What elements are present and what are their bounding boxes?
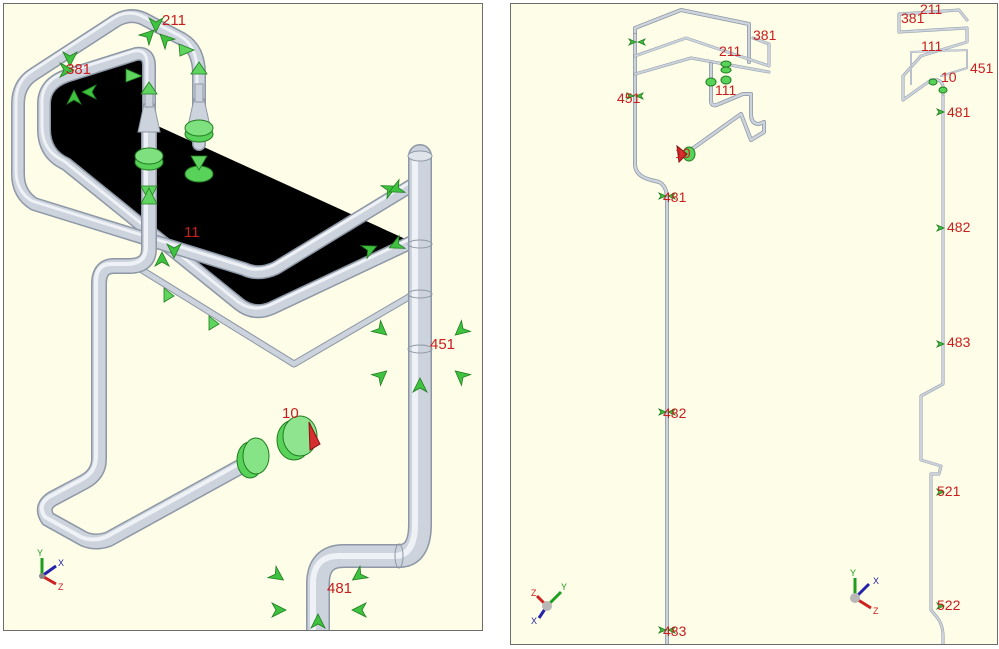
node-label: 381 bbox=[753, 27, 777, 43]
axis-y-label: Y bbox=[561, 582, 567, 592]
node-label: 483 bbox=[663, 623, 687, 639]
right-elevation-view[interactable]: 381 211 451 111 10 481 482 483 381 211 1… bbox=[510, 3, 998, 645]
axis-triad: Y X Z bbox=[37, 548, 64, 592]
node-label: 211 bbox=[162, 12, 186, 29]
node-label: 111 bbox=[715, 82, 736, 98]
axis-y-label: Y bbox=[37, 548, 43, 558]
node-label: 451 bbox=[617, 90, 641, 106]
left-pipe-model[interactable]: 211 381 11 451 10 481 Y X Z bbox=[4, 4, 482, 630]
support-arrows bbox=[59, 17, 471, 629]
axis-z-label: Z bbox=[58, 582, 64, 592]
left-isometric-view[interactable]: 211 381 11 451 10 481 Y X Z bbox=[3, 3, 483, 631]
support-arrows-right bbox=[626, 38, 945, 634]
node-label: 381 bbox=[66, 61, 91, 78]
node-label: 521 bbox=[937, 483, 961, 499]
node-label: 481 bbox=[947, 104, 971, 120]
right-pipe-model[interactable]: 381 211 451 111 10 481 482 483 381 211 1… bbox=[511, 4, 997, 644]
node-label: 211 bbox=[920, 4, 943, 17]
axis-x-label: X bbox=[873, 576, 879, 586]
node-label: 111 bbox=[921, 38, 942, 54]
axis-x-label: X bbox=[58, 558, 64, 568]
axis-triad-right: Y X Z bbox=[850, 568, 879, 616]
axis-x-label: X bbox=[531, 616, 537, 626]
axis-z-label: Z bbox=[531, 588, 537, 598]
axis-triad-left: Y Z X bbox=[531, 582, 567, 626]
flange-inline-lower bbox=[236, 437, 270, 479]
node-label: 10 bbox=[282, 405, 299, 422]
node-label: 522 bbox=[937, 597, 961, 613]
node-label: 381 bbox=[901, 10, 925, 26]
flange-right bbox=[184, 119, 214, 183]
node-label: 10 bbox=[675, 145, 691, 161]
axis-z-label: Z bbox=[873, 606, 879, 616]
node-label: 483 bbox=[947, 334, 971, 350]
node-label: 481 bbox=[663, 189, 687, 205]
nozzle-10 bbox=[276, 415, 321, 461]
flange-left bbox=[134, 147, 164, 205]
node-label: 451 bbox=[430, 336, 455, 353]
node-label: 481 bbox=[327, 580, 352, 597]
node-label: 482 bbox=[663, 405, 687, 421]
axis-y-label: Y bbox=[850, 568, 856, 578]
node-label: 451 bbox=[970, 60, 994, 76]
node-label: 482 bbox=[947, 219, 971, 235]
node-label: 10 bbox=[941, 69, 957, 85]
node-label: 11 bbox=[184, 224, 200, 241]
node-label: 211 bbox=[719, 43, 742, 59]
